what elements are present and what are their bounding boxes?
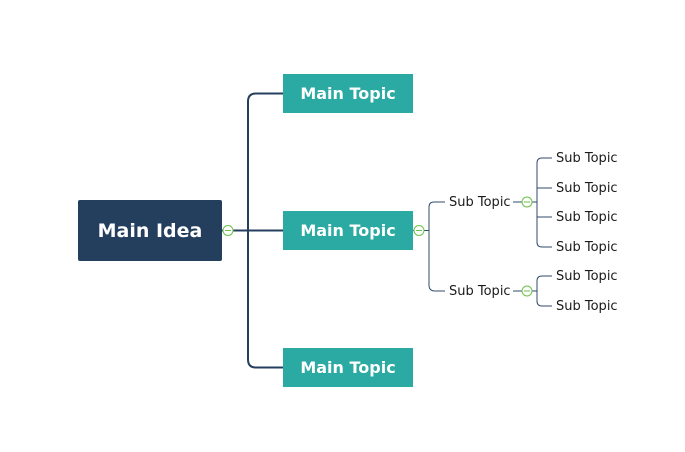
main-topic-node-2[interactable]: Main Topic xyxy=(283,211,413,250)
sub-topic-label: Sub Topic xyxy=(556,239,618,255)
sub-topic-label: Sub Topic xyxy=(556,150,618,166)
sub-topic-label: Sub Topic xyxy=(556,209,618,225)
sub-topic-leaf-1[interactable]: Sub Topic xyxy=(556,149,618,167)
collapse-toggle-main-topic[interactable] xyxy=(413,225,425,236)
connector-main-sub xyxy=(413,201,445,292)
main-idea-label: Main Idea xyxy=(97,219,203,242)
main-topic-label: Main Topic xyxy=(300,84,396,103)
sub-topic-node-2[interactable]: Sub Topic xyxy=(449,282,511,300)
sub-topic-leaf-6[interactable]: Sub Topic xyxy=(556,297,618,315)
connector-root-main xyxy=(222,92,283,369)
sub-topic-leaf-3[interactable]: Sub Topic xyxy=(556,208,618,226)
sub-topic-label: Sub Topic xyxy=(556,298,618,314)
main-topic-label: Main Topic xyxy=(300,358,396,377)
sub-topic-node-1[interactable]: Sub Topic xyxy=(449,193,511,211)
sub-topic-leaf-5[interactable]: Sub Topic xyxy=(556,267,618,285)
main-topic-label: Main Topic xyxy=(300,221,396,240)
sub-topic-label: Sub Topic xyxy=(556,180,618,196)
main-topic-node-1[interactable]: Main Topic xyxy=(283,74,413,113)
main-idea-node[interactable]: Main Idea xyxy=(78,200,222,261)
connector-sub-children-1 xyxy=(513,157,552,248)
sub-topic-leaf-4[interactable]: Sub Topic xyxy=(556,238,618,256)
sub-topic-leaf-2[interactable]: Sub Topic xyxy=(556,179,618,197)
collapse-toggle-root[interactable] xyxy=(222,225,234,236)
sub-topic-label: Sub Topic xyxy=(449,194,511,210)
collapse-toggle-sub-topic-2[interactable] xyxy=(521,285,533,297)
main-topic-node-3[interactable]: Main Topic xyxy=(283,348,413,387)
sub-topic-label: Sub Topic xyxy=(449,283,511,299)
sub-topic-label: Sub Topic xyxy=(556,268,618,284)
collapse-toggle-sub-topic-1[interactable] xyxy=(521,196,533,208)
